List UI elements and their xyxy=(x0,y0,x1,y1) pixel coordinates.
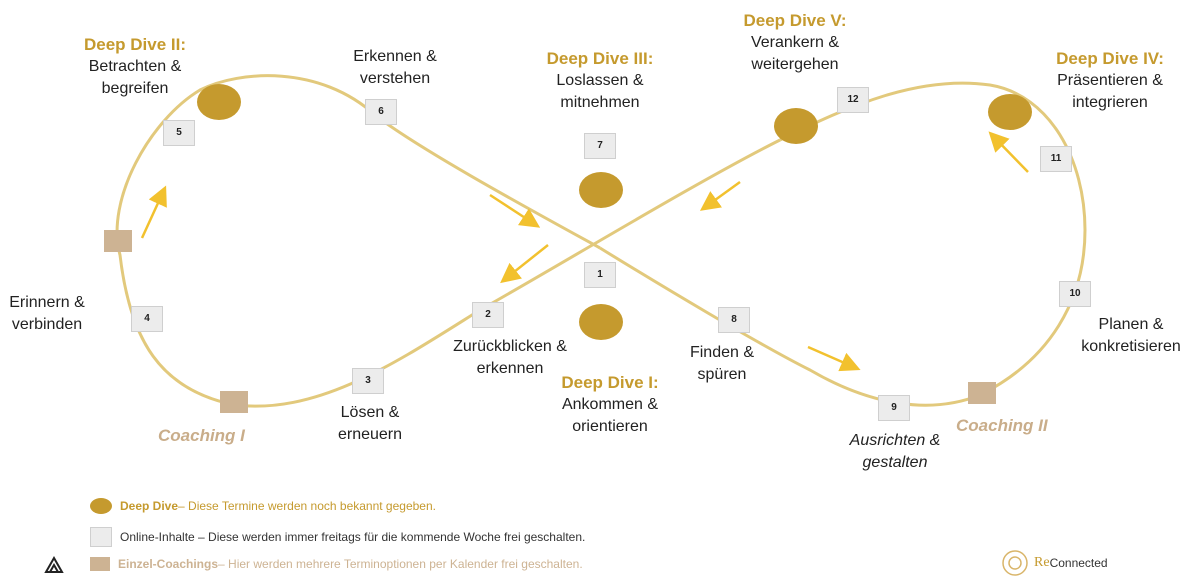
step-box-3: 3 xyxy=(352,368,384,394)
legend-deep-dive-bold: Deep Dive xyxy=(120,499,179,513)
deep-dive-dot-5 xyxy=(774,108,818,144)
legend-online-text: Online-Inhalte – Diese werden immer frei… xyxy=(120,530,586,544)
deep-dive-2-title: Deep Dive II: xyxy=(83,35,187,54)
arrow-right-up xyxy=(988,131,1029,173)
infinity-path-right xyxy=(599,81,1087,407)
deep-dive-4-line2: integrieren xyxy=(1072,94,1148,111)
step-3-line1: Lösen & xyxy=(340,404,400,421)
deep-dive-2-line2: begreifen xyxy=(101,80,169,97)
step-10-line2: konkretisieren xyxy=(1081,338,1181,355)
deep-dive-2-line1: Betrachten & xyxy=(88,58,182,75)
step-8-label: Finden & spüren xyxy=(672,342,772,386)
step-9-label: Ausrichten & gestalten xyxy=(830,430,960,474)
step-box-2: 2 xyxy=(472,302,504,328)
step-box-11: 11 xyxy=(1040,146,1072,172)
step-box-12: 12 xyxy=(837,87,869,113)
arrow-center-down xyxy=(489,193,541,228)
deep-dive-5-line2: weitergehen xyxy=(751,56,839,73)
legend-coaching-bold: Einzel-Coachings xyxy=(118,557,219,571)
step-box-7: 7 xyxy=(584,133,616,159)
deep-dive-3-title: Deep Dive III: xyxy=(546,49,654,68)
arrow-bottom-right xyxy=(807,345,861,372)
deep-dive-1-title: Deep Dive I: xyxy=(561,373,659,392)
arrow-right-down xyxy=(699,180,741,211)
deep-dive-5-title: Deep Dive V: xyxy=(743,11,847,30)
step-box-1: 1 xyxy=(584,262,616,288)
brand-connected: Connected xyxy=(1049,556,1108,570)
step-2-label: Zurückblicken & erkennen xyxy=(435,336,585,380)
deep-dive-4-label: Deep Dive IV: Präsentieren & integrieren xyxy=(1030,48,1190,114)
step-10-line1: Planen & xyxy=(1098,316,1164,333)
coaching-1-label: Coaching I xyxy=(158,426,245,445)
coaching-square-1 xyxy=(104,230,132,252)
deep-dive-3-line2: mitnehmen xyxy=(560,94,640,111)
step-3-label: Lösen & erneuern xyxy=(310,402,430,446)
brand-mandala-icon xyxy=(1002,550,1028,576)
step-box-5: 5 xyxy=(163,120,195,146)
deep-dive-1-line1: Ankommen & xyxy=(561,396,659,413)
step-8-line2: spüren xyxy=(697,366,747,383)
step-3-line2: erneuern xyxy=(337,426,403,443)
step-6-label: Erkennen & verstehen xyxy=(330,46,460,90)
arrow-center-left xyxy=(500,244,549,284)
step-box-6: 6 xyxy=(365,99,397,125)
step-6-line1: Erkennen & xyxy=(353,48,437,65)
step-box-4: 4 xyxy=(131,306,163,332)
arrow-up-left xyxy=(140,185,167,239)
deep-dive-dot-1 xyxy=(579,304,623,340)
legend-online: Online-Inhalte – Diese werden immer frei… xyxy=(90,527,585,547)
legend-coaching: Einzel-Coachings – Hier werden mehrere T… xyxy=(90,557,583,571)
step-box-9: 9 xyxy=(878,395,910,421)
legend-deep-dive-text: – Diese Termine werden noch bekannt gege… xyxy=(178,499,436,513)
deep-dive-4-title: Deep Dive IV: xyxy=(1056,49,1164,68)
coaching-square-2 xyxy=(220,391,248,413)
deep-dive-dot-4 xyxy=(988,94,1032,130)
brand-logo: Re Connected xyxy=(1000,548,1108,578)
step-6-line2: verstehen xyxy=(359,70,431,87)
step-4-line2: verbinden xyxy=(11,316,83,333)
deep-dive-1-line2: orientieren xyxy=(572,418,648,435)
step-9-line1: Ausrichten & xyxy=(849,432,941,449)
legend-square-icon xyxy=(90,557,110,571)
step-4-label: Erinnern & verbinden xyxy=(2,292,92,336)
coaching-2-label: Coaching II xyxy=(956,416,1048,435)
step-4-line1: Erinnern & xyxy=(9,294,85,311)
deep-dive-4-line1: Präsentieren & xyxy=(1057,72,1163,89)
step-2-line1: Zurückblicken & xyxy=(453,338,567,355)
deep-dive-3-label: Deep Dive III: Loslassen & mitnehmen xyxy=(525,48,675,114)
legend-deep-dive: Deep Dive – Diese Termine werden noch be… xyxy=(90,498,436,514)
legend-coaching-text: – Hier werden mehrere Terminoptionen per… xyxy=(218,557,583,571)
legend-box-icon xyxy=(90,527,112,547)
step-box-10: 10 xyxy=(1059,281,1091,307)
step-10-label: Planen & konkretisieren xyxy=(1066,314,1196,358)
legend-dot-icon xyxy=(90,498,112,514)
step-2-line2: erkennen xyxy=(476,360,544,377)
brand-re: Re xyxy=(1034,555,1050,570)
deep-dive-5-line1: Verankern & xyxy=(750,34,840,51)
deep-dive-dot-3 xyxy=(579,172,623,208)
deep-dive-2-label: Deep Dive II: Betrachten & begreifen xyxy=(60,34,210,100)
deep-dive-1-label: Deep Dive I: Ankommen & orientieren xyxy=(535,372,685,438)
deep-dive-dot-2 xyxy=(197,84,241,120)
logo-icon xyxy=(44,556,64,573)
deep-dive-5-label: Deep Dive V: Verankern & weitergehen xyxy=(720,10,870,76)
step-box-8: 8 xyxy=(718,307,750,333)
coaching-square-3 xyxy=(968,382,996,404)
step-9-line2: gestalten xyxy=(862,454,928,471)
deep-dive-3-line1: Loslassen & xyxy=(556,72,644,89)
step-8-line1: Finden & xyxy=(689,344,755,361)
